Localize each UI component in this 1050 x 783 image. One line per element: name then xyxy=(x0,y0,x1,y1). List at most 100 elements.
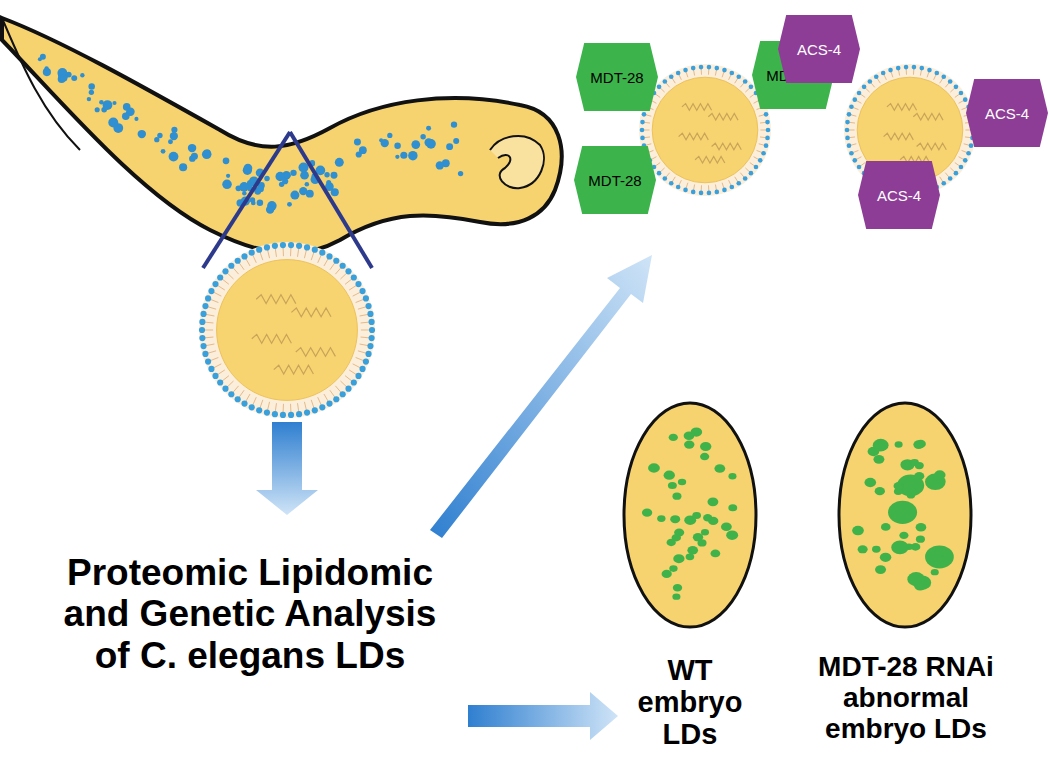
fat-dot xyxy=(331,172,338,179)
fat-dot xyxy=(168,139,173,144)
embryo-droplet xyxy=(864,478,876,487)
lipid-head xyxy=(280,412,286,418)
fat-dot xyxy=(191,153,198,160)
embryo-droplet xyxy=(642,509,652,517)
fat-dot xyxy=(87,97,91,101)
lipid-head xyxy=(683,188,688,193)
fat-dot xyxy=(446,143,453,150)
fatty-acid xyxy=(296,348,336,357)
fat-dot xyxy=(400,152,407,159)
worm-tail xyxy=(2,18,80,150)
fat-dot xyxy=(426,126,431,131)
embryo-droplet xyxy=(852,526,864,535)
embryo-droplet xyxy=(873,455,884,464)
lipid-head xyxy=(676,71,681,76)
lipid-head xyxy=(954,171,959,176)
embryo-droplet xyxy=(687,546,698,555)
fat-dot xyxy=(279,182,284,187)
lipid-head xyxy=(754,165,759,170)
lipid-head xyxy=(249,250,255,256)
lipid-head xyxy=(765,136,770,141)
lipid-head xyxy=(852,158,857,163)
embryo-droplet xyxy=(880,553,891,562)
fatty-acid xyxy=(256,295,296,304)
embryo-droplet xyxy=(899,532,908,539)
lipid-head xyxy=(369,319,375,325)
lipid-head xyxy=(730,71,735,76)
embryo-droplet xyxy=(916,523,927,531)
lipid-head xyxy=(743,79,748,84)
lipid-head xyxy=(355,281,361,287)
embryo-droplet xyxy=(728,504,737,511)
lipid-head xyxy=(200,311,206,317)
fat-dot xyxy=(171,127,177,133)
arrow xyxy=(468,692,618,740)
embryo-droplets xyxy=(642,427,738,599)
embryo-droplet xyxy=(895,441,903,447)
embryo-droplet xyxy=(673,584,682,591)
lipid-head xyxy=(363,295,369,301)
lipid-head xyxy=(749,85,754,90)
lipid-head xyxy=(345,386,351,392)
embryo-droplet xyxy=(913,575,931,590)
arrow xyxy=(430,255,652,538)
lipid-head xyxy=(669,181,674,186)
fat-dot xyxy=(108,117,118,127)
lipid-head xyxy=(264,244,270,250)
lipid-head xyxy=(963,97,968,102)
lipid-head xyxy=(288,242,294,248)
lipid-head xyxy=(217,379,223,385)
lipid-head xyxy=(256,247,262,253)
lipid-head xyxy=(228,391,234,397)
lipid-head xyxy=(948,79,953,84)
embryo-droplet xyxy=(875,565,886,574)
embryo-droplet xyxy=(907,492,915,499)
lipid-head xyxy=(969,143,974,148)
fatty-acid xyxy=(913,114,943,121)
lipid-head xyxy=(369,327,375,333)
protein-hexagon: MDT-28 xyxy=(574,145,656,215)
lipid-head xyxy=(200,343,206,349)
lipid-head xyxy=(736,181,741,186)
fat-dot xyxy=(257,200,263,206)
embryo-droplets xyxy=(852,439,954,591)
lipid-head xyxy=(941,74,946,79)
worm-body xyxy=(2,18,562,253)
embryo xyxy=(839,403,971,627)
lipid-head xyxy=(935,71,940,76)
lipid-head xyxy=(340,263,346,269)
fat-dot xyxy=(299,187,307,195)
lipid-head xyxy=(640,120,645,125)
lipid-head xyxy=(304,410,310,416)
fat-dot xyxy=(284,172,290,178)
fat-dot xyxy=(89,90,94,95)
lipid-head xyxy=(868,79,873,84)
fat-dot xyxy=(326,180,331,185)
fat-dot xyxy=(453,138,459,144)
embryo-droplet xyxy=(934,470,945,479)
fat-dot xyxy=(138,130,146,138)
lipid-head xyxy=(954,85,959,90)
fat-dot xyxy=(451,121,457,127)
lipid-droplet xyxy=(199,242,375,418)
embryo-label: MDT-28 RNAi abnormal embryo LDs xyxy=(811,652,1001,744)
lipid-head xyxy=(764,112,769,117)
fat-dot xyxy=(408,151,417,160)
lipid-head xyxy=(862,85,867,90)
zoom-line xyxy=(203,132,290,268)
lipid-head xyxy=(326,253,332,259)
monolayer xyxy=(639,64,771,196)
embryo-droplet xyxy=(916,536,925,543)
lipid-head xyxy=(642,112,647,117)
lipid-head xyxy=(749,171,754,176)
fat-dot xyxy=(204,150,211,157)
embryo-droplet xyxy=(669,565,677,572)
embryo-droplet xyxy=(914,472,924,480)
fat-dot xyxy=(223,158,230,165)
fat-dot xyxy=(169,152,179,162)
embryo-droplet xyxy=(721,522,732,531)
embryo-droplet xyxy=(868,447,880,456)
lipid-head xyxy=(272,243,278,249)
lipid-head xyxy=(691,66,696,71)
protein-hexagon: ACS-4 xyxy=(778,14,860,84)
